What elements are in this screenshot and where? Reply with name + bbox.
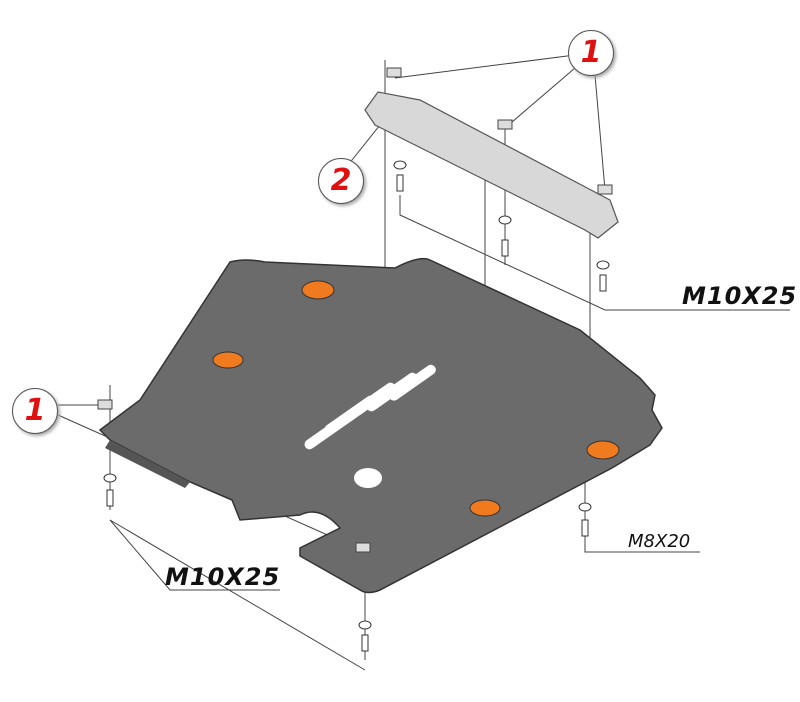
callout-part-2: 2	[318, 158, 364, 204]
callout-part-1-left: 1	[12, 388, 58, 434]
callout-part-1: 1	[568, 30, 614, 76]
bolt-label-top-right: M10X25	[682, 282, 798, 310]
rubber-pads	[212, 280, 620, 517]
plate-slots	[304, 364, 436, 488]
bolts	[103, 160, 610, 652]
bracket-nuts	[97, 67, 613, 553]
skid-plate	[98, 257, 663, 594]
mounting-bracket	[364, 91, 619, 239]
bolt-label-bottom-left: M10X25	[165, 563, 281, 591]
bolt-label-right-small: M8X20	[628, 531, 691, 552]
